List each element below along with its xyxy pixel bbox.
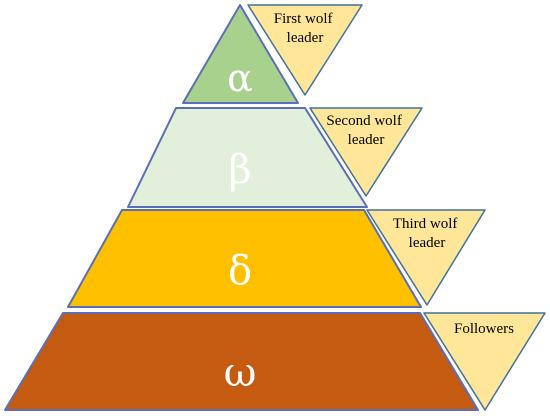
label-third-wolf-leader-line-1: Third wolf [393,216,458,232]
label-followers: Followers [423,312,546,411]
label-second-wolf-leader-line-2: leader [348,132,385,148]
label-first-wolf-leader-line-1: First wolf [274,11,333,27]
tier-beta-symbol: β [228,147,251,193]
label-first-wolf-leader: First wolf leader [247,4,363,96]
tier-delta-shape [67,209,422,308]
tier-beta-shape [127,107,368,208]
label-third-wolf-leader-shape [366,209,486,306]
tier-beta: β [127,107,368,208]
svg-text:First wolf leader: First wolf leader [274,11,337,46]
svg-text:Followers: Followers [454,321,514,337]
label-third-wolf-leader-line-2: leader [409,235,446,251]
svg-text:Third wolf leader: Third wolf leader [393,216,461,251]
label-followers-shape [423,312,546,411]
label-first-wolf-leader-shape [247,4,363,96]
tier-omega-shape [4,312,479,411]
label-second-wolf-leader-line-1: Second wolf [326,113,401,129]
tier-alpha-symbol: α [227,56,253,100]
tier-delta: δ [67,209,422,308]
label-followers-line-1: Followers [454,321,514,337]
label-first-wolf-leader-line-2: leader [287,30,324,46]
svg-text:Second wolf leader: Second wolf leader [326,113,405,148]
tier-alpha-shape [182,4,299,104]
label-second-wolf-leader-shape [309,107,423,197]
label-second-wolf-leader: Second wolf leader [309,107,423,197]
tier-alpha: α [182,4,299,104]
label-third-wolf-leader: Third wolf leader [366,209,486,306]
tier-omega-symbol: ω [224,350,257,396]
tier-delta-symbol: δ [228,248,252,294]
tier-omega: ω [4,312,479,411]
